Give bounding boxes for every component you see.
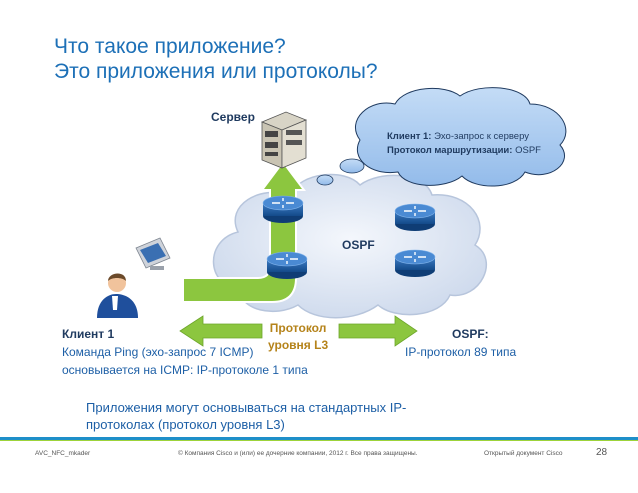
ospf-heading: OSPF: xyxy=(452,327,489,341)
callout-line-1-bold: Клиент 1: xyxy=(387,131,432,142)
left-arrow xyxy=(179,315,263,347)
callout-cloud xyxy=(354,87,567,187)
footer-doc-id: AVC_NFC_mkader xyxy=(35,450,91,457)
ospf-line-1: IP-протокол 89 типа xyxy=(405,345,517,359)
footer-classification: Открытый документ Cisco xyxy=(484,450,563,457)
callout-text: Клиент 1: Эхо-запрос к серверу Протокол … xyxy=(387,130,541,158)
client-line-1: Команда Ping (эхо-запрос 7 ICMP) xyxy=(62,345,254,359)
footer-copyright: © Компания Cisco и (или) ее дочерние ком… xyxy=(178,450,418,457)
client-heading: Клиент 1 xyxy=(62,327,115,341)
summary-line-2: протоколах (протокол уровня L3) xyxy=(86,417,285,432)
router-top-left xyxy=(262,195,304,223)
right-arrow xyxy=(338,315,418,347)
callout-line-1: Клиент 1: Эхо-запрос к серверу xyxy=(387,130,541,144)
router-top-right xyxy=(394,203,436,231)
slide-title: Что такое приложение? Это приложения или… xyxy=(54,34,474,84)
router-bottom-left xyxy=(266,251,308,279)
client-computer-icon xyxy=(135,237,171,270)
page-number: 28 xyxy=(596,447,608,458)
client-user-icon xyxy=(97,273,138,318)
router-bottom-right xyxy=(394,249,436,277)
client-description: Клиент 1 Команда Ping (эхо-запрос 7 ICMP… xyxy=(62,325,308,379)
callout-line-2-bold: Протокол маршрутизации: xyxy=(387,145,513,156)
summary-text: Приложения могут основываться на стандар… xyxy=(86,399,506,433)
callout-line-1-text: Эхо-запрос к серверу xyxy=(434,131,529,142)
cloud-ospf-label: OSPF xyxy=(342,238,375,252)
protocol-l3-label: Протокол уровня L3 xyxy=(268,320,328,354)
callout-line-2-text: OSPF xyxy=(515,145,541,156)
summary-line-1: Приложения могут основываться на стандар… xyxy=(86,400,407,415)
footer-bar xyxy=(0,437,638,441)
server-icon xyxy=(260,111,308,169)
client-line-2: основывается на ICMP: IP-протоколе 1 тип… xyxy=(62,363,308,377)
title-line-1: Что такое приложение? xyxy=(54,35,286,58)
ospf-description: OSPF: IP-протокол 89 типа xyxy=(405,325,516,361)
protocol-line-1: Протокол xyxy=(269,321,327,335)
callout-line-2: Протокол маршрутизации: OSPF xyxy=(387,144,541,158)
protocol-line-2: уровня L3 xyxy=(268,338,329,352)
server-label: Сервер xyxy=(211,110,255,124)
thought-bubble-small xyxy=(316,174,334,186)
thought-bubble-medium xyxy=(339,158,365,174)
title-line-2: Это приложения или протоколы? xyxy=(54,60,378,83)
